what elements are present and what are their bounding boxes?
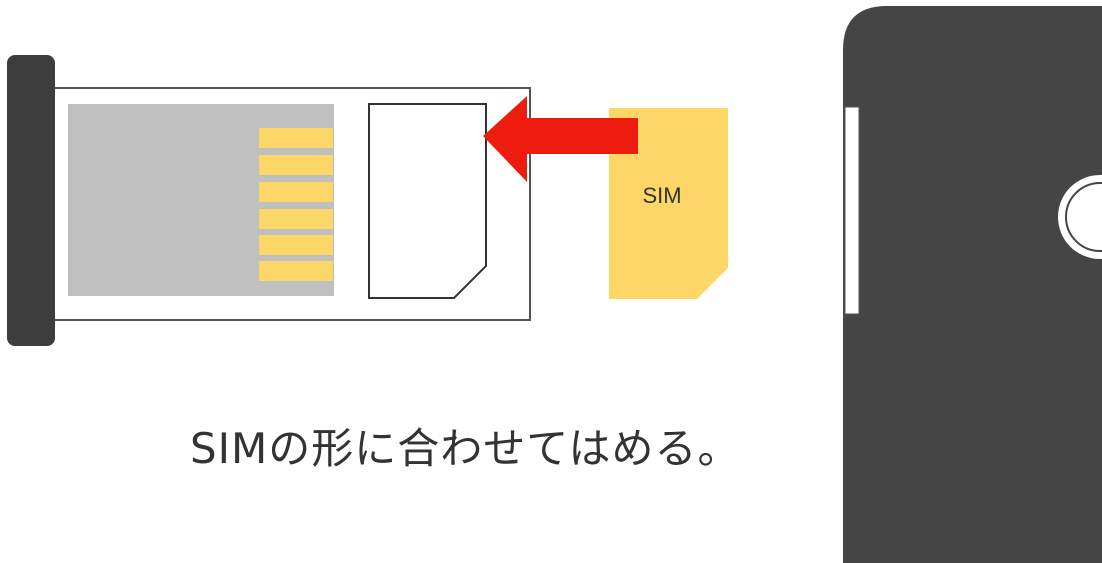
insert-arrow: [483, 96, 638, 182]
phone-body: [843, 6, 1102, 563]
contact-strip: [259, 235, 333, 255]
sim-tray-handle: [7, 55, 55, 346]
eject-hole-icon: [1058, 175, 1102, 259]
microsd-contacts: [259, 128, 333, 281]
contact-strip: [259, 182, 333, 202]
sim-card-label: SIM: [642, 183, 681, 208]
instruction-text: SIMの形に合わせてはめる。: [190, 424, 741, 473]
sim-slot: [368, 103, 487, 299]
contact-strip: [259, 128, 333, 148]
contact-strip: [259, 261, 333, 281]
phone-sim-slot: [844, 106, 860, 315]
contact-strip: [259, 209, 333, 229]
sim-card: [609, 108, 728, 299]
contact-strip: [259, 155, 333, 175]
